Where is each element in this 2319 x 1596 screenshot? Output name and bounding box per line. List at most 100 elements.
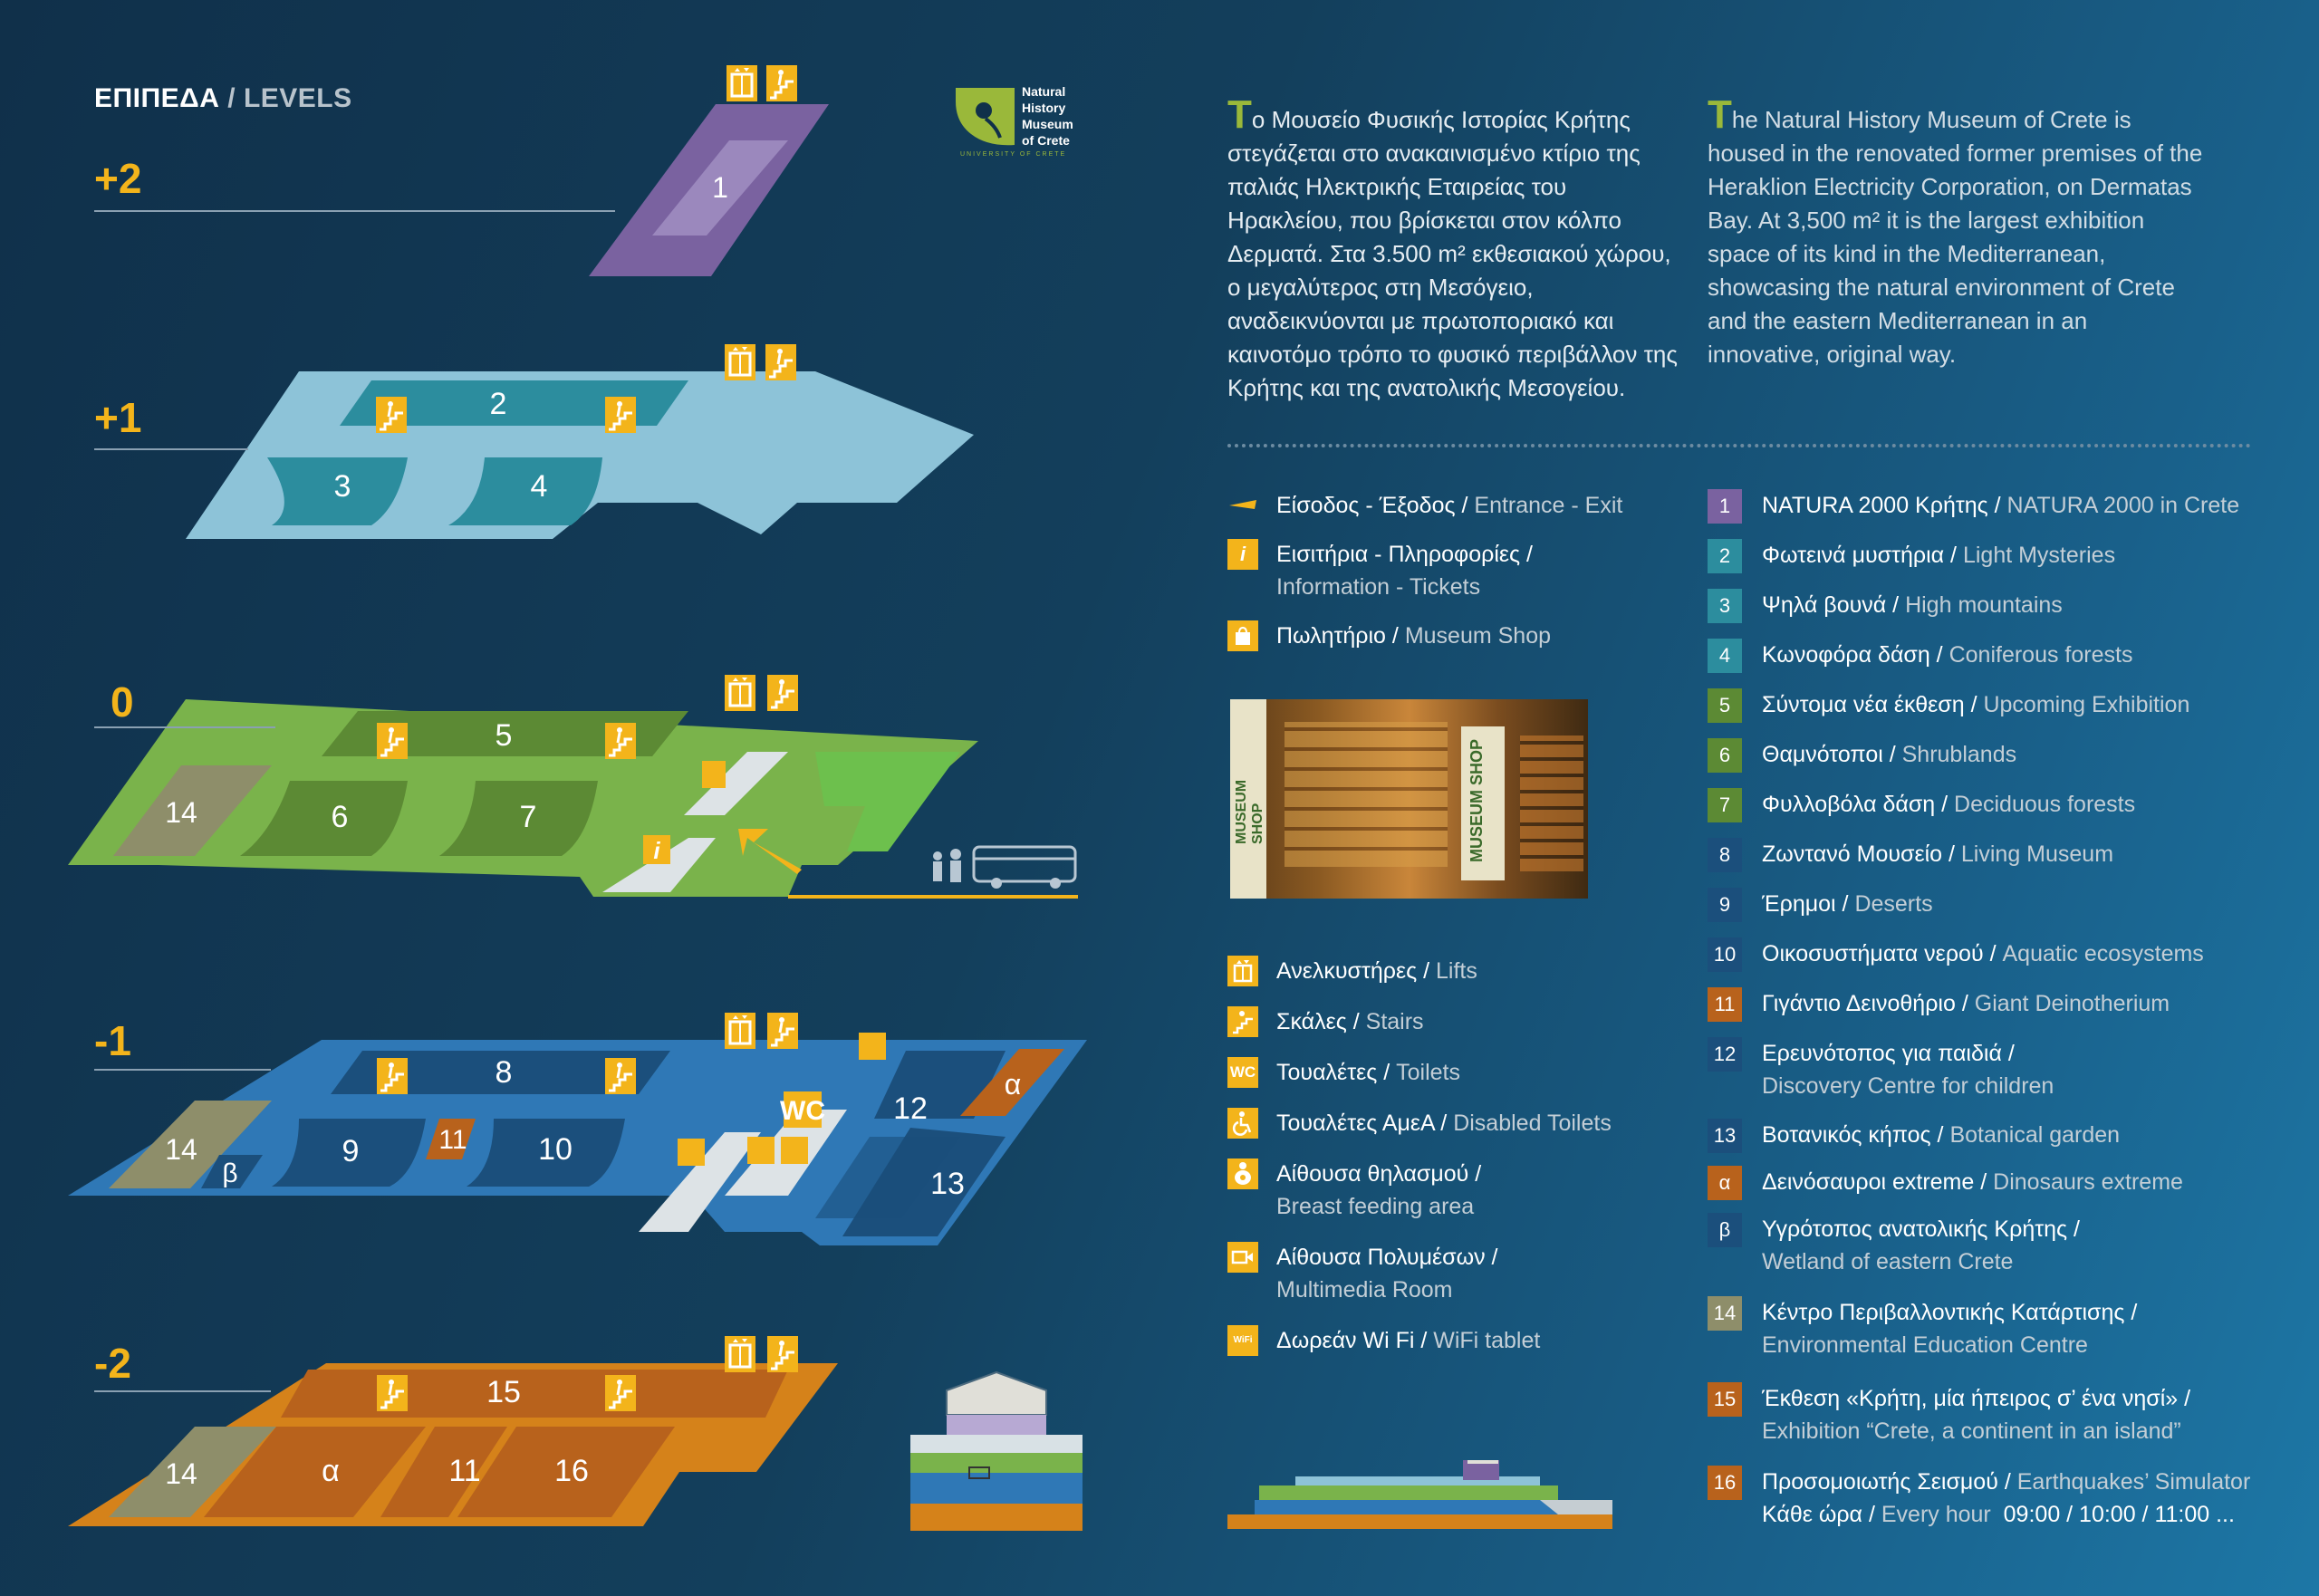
levels-heading-greek: ΕΠΙΠΕΔΑ — [94, 83, 220, 113]
level-0-label: 0 — [111, 678, 134, 726]
wifi-icon: WiFi — [1227, 1325, 1258, 1356]
exhibit-14-badge: 14 — [1708, 1296, 1742, 1331]
exhibit-4-badge: 4 — [1708, 639, 1742, 673]
exhibit-6: 6 Θαμνότοποι / Shrublands — [1708, 738, 2287, 788]
exhibit-8-badge: 8 — [1708, 838, 1742, 872]
legend-entrance-el: Είσοδος - Έξοδος — [1276, 493, 1456, 518]
entrance-arrow-icon — [738, 829, 802, 874]
exhibit-3-badge: 3 — [1708, 589, 1742, 623]
building-elevation-icon — [1227, 1460, 1612, 1529]
room-4-label: 4 — [531, 469, 548, 504]
exhibit-5-badge: 5 — [1708, 688, 1742, 723]
room-1-label: 1 — [712, 171, 728, 204]
exhibit-14: 14 Κέντρο Περιβαλλοντικής Κατάρτισης /En… — [1708, 1296, 2287, 1382]
exhibit-6-badge: 6 — [1708, 738, 1742, 773]
legend-multimedia: Αίθουσα Πολυμέσων /Multimedia Room — [1227, 1241, 1662, 1306]
logo-line2: History — [1022, 101, 1066, 115]
intro-english: The Natural History Museum of Crete is h… — [1708, 95, 2206, 371]
exhibit-12-en: Discovery Centre for children — [1762, 1073, 2054, 1099]
exhibit-1-en: NATURA 2000 in Crete — [2006, 493, 2240, 518]
exhibit-3: 3 Ψηλά βουνά / High mountains — [1708, 589, 2287, 639]
exhibit-beta: β Υγρότοπος ανατολικής Κρήτης /Wetland o… — [1708, 1213, 2287, 1296]
wc-icon: WC — [1227, 1057, 1258, 1088]
exhibit-beta-badge: β — [1708, 1213, 1742, 1247]
level-minus2-label: -2 — [94, 1340, 131, 1387]
legend-disabled-el: Τουαλέτες ΑμεΑ — [1276, 1110, 1435, 1136]
exhibit-15-badge: 15 — [1708, 1382, 1742, 1417]
video-camera-icon — [1227, 1242, 1258, 1273]
level-minus1-label: -1 — [94, 1017, 131, 1064]
legend-stairs: Σκάλες / Stairs — [1227, 1005, 1662, 1038]
exhibit-13: 13 Βοτανικός κήπος / Botanical garden — [1708, 1119, 2287, 1166]
room-11-label: 11 — [438, 1125, 467, 1155]
exhibit-12-el: Ερευνότοπος για παιδιά / — [1762, 1041, 2015, 1066]
schedule-times: 09:00 / 10:00 / 11:00 ... — [2003, 1502, 2235, 1527]
intro-english-dropcap: T — [1708, 92, 1732, 137]
exhibit-9-badge: 9 — [1708, 888, 1742, 922]
exhibit-16-el: Προσομοιωτής Σεισμού — [1762, 1469, 1998, 1495]
exhibit-10-el: Οικοσυστήματα νερού — [1762, 941, 1984, 966]
level-minus1-plan: WC 14 β 8 9 11 10 12 13 α — [68, 1011, 1087, 1245]
exhibit-11-badge: 11 — [1708, 987, 1742, 1022]
room-alpha-label: α — [1005, 1068, 1022, 1101]
pedestrians-icon — [933, 849, 961, 882]
exhibit-2-el: Φωτεινά μυστήρια — [1762, 543, 1945, 568]
exhibit-16-badge: 16 — [1708, 1466, 1742, 1500]
intro-english-text: he Natural History Museum of Crete is ho… — [1708, 106, 2203, 368]
legend-disabled-en: Disabled Toilets — [1453, 1110, 1612, 1136]
exhibit-alpha: α Δεινόσαυροι extreme / Dinosaurs extrem… — [1708, 1166, 2287, 1213]
legend-breastfeeding-en: Breast feeding area — [1276, 1194, 1475, 1219]
legend-wifi: WiFi Δωρεάν Wi Fi / WiFi tablet — [1227, 1324, 1662, 1357]
legend-info: i Εισιτήρια - Πληροφορίες /Information -… — [1227, 538, 1662, 603]
legend-info-el: Εισιτήρια - Πληροφορίες / — [1276, 542, 1533, 567]
level-plus2-line — [94, 210, 615, 212]
museum-shop-photo: MUSEUM SHOP MUSEUM SHOP — [1230, 699, 1588, 899]
exhibit-3-en: High mountains — [1905, 592, 2063, 618]
section-divider — [1227, 444, 2251, 447]
amenities-legend: Ανελκυστήρες / Lifts Σκάλες / Stairs WC … — [1227, 955, 1662, 1357]
stairs-icon — [1227, 1006, 1258, 1037]
exhibit-8: 8 Ζωντανό Μουσείο / Living Museum — [1708, 838, 2287, 888]
exhibit-8-en: Living Museum — [1960, 841, 2114, 867]
exhibit-13-en: Botanical garden — [1949, 1122, 2121, 1148]
intro-greek: Το Μουσείο Φυσικής Ιστορίας Κρήτης στεγά… — [1227, 95, 1680, 405]
level-0-plan: 14 5 6 7 i — [68, 673, 1078, 899]
room-13-label: 13 — [930, 1167, 965, 1201]
schedule-en: Every hour — [1881, 1502, 1991, 1527]
legend-entrance: Είσοδος - Έξοδος / Entrance - Exit — [1227, 489, 1662, 522]
exhibit-12-badge: 12 — [1708, 1037, 1742, 1072]
exhibit-beta-el: Υγρότοπος ανατολικής Κρήτης / — [1762, 1216, 2080, 1242]
levels-heading: ΕΠΙΠΕΔΑ / LEVELS — [94, 83, 352, 114]
legend-wifi-el: Δωρεάν Wi Fi — [1276, 1328, 1415, 1353]
legend-toilets-en: Toilets — [1396, 1060, 1460, 1085]
exhibit-13-badge: 13 — [1708, 1119, 1742, 1153]
intro-greek-dropcap: Τ — [1227, 92, 1252, 137]
legend-shop: Πωλητήριο / Museum Shop — [1227, 620, 1662, 652]
room-10-label: 10 — [538, 1132, 573, 1167]
exhibit-7-badge: 7 — [1708, 788, 1742, 822]
exhibit-10-en: Aquatic ecosystems — [2002, 941, 2204, 966]
bus-icon — [972, 845, 1077, 883]
room-6-label: 6 — [332, 800, 349, 834]
exhibit-6-el: Θαμνότοποι — [1762, 742, 1883, 767]
exhibit-6-en: Shrublands — [1901, 742, 2017, 767]
exhibit-7: 7 Φυλλοβόλα δάση / Deciduous forests — [1708, 788, 2287, 838]
exhibit-2-en: Light Mysteries — [1962, 543, 2116, 568]
legend-wifi-en: WiFi tablet — [1433, 1328, 1541, 1353]
exhibit-5-el: Σύντομα νέα έκθεση — [1762, 692, 1965, 717]
lift-icon — [1227, 956, 1258, 986]
exhibit-1: 1 NATURA 2000 Κρήτης / NATURA 2000 in Cr… — [1708, 489, 2287, 539]
exhibit-8-el: Ζωντανό Μουσείο — [1762, 841, 1943, 867]
legend-breastfeeding: Αίθουσα θηλασμού /Breast feeding area — [1227, 1158, 1662, 1223]
legend-entrance-en: Entrance - Exit — [1474, 493, 1623, 518]
level-plus2-label: +2 — [94, 155, 142, 202]
legend-toilets: WC Τουαλέτες / Toilets — [1227, 1056, 1662, 1089]
room-15-label: 15 — [486, 1375, 521, 1409]
exhibit-9-en: Deserts — [1854, 891, 1933, 917]
museum-logo: Natural History Museum of Crete — [1022, 83, 1073, 149]
exhibit-10: 10 Οικοσυστήματα νερού / Aquatic ecosyst… — [1708, 937, 2287, 987]
room-14-label: 14 — [165, 1457, 197, 1490]
exhibit-9-el: Έρημοι — [1762, 891, 1836, 917]
wc-label: WC — [780, 1096, 825, 1126]
